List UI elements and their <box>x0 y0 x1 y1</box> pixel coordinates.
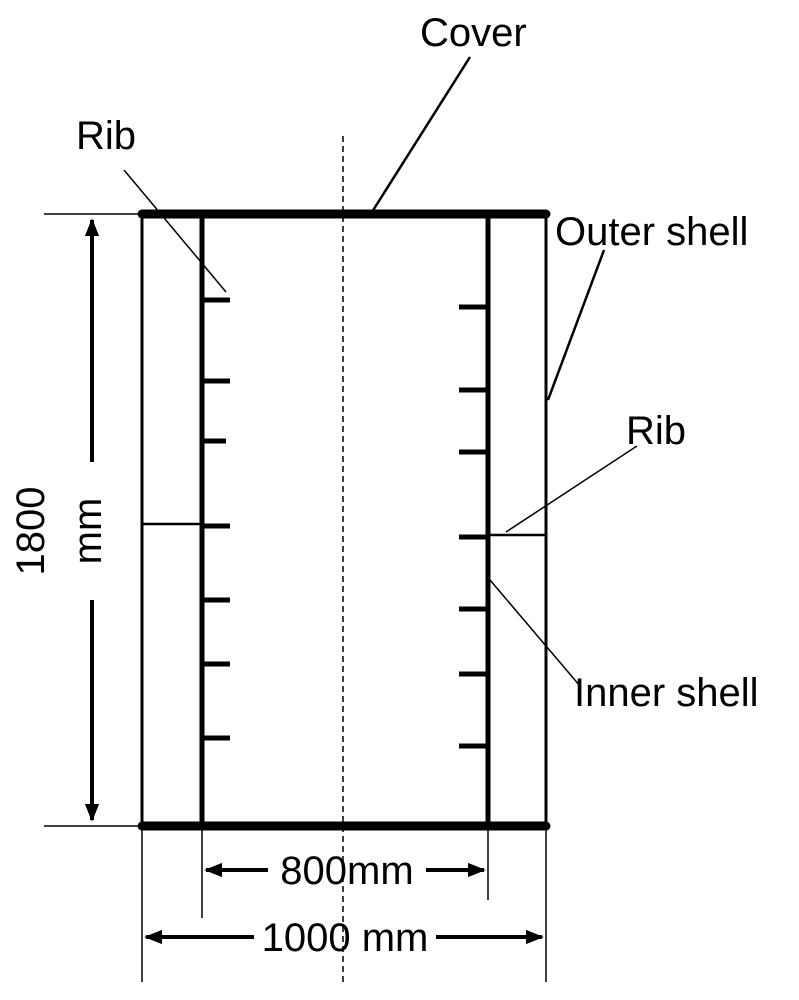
rib-top-leader <box>123 169 227 293</box>
cover-leader <box>370 56 472 213</box>
height-value-label: 1800 <box>9 487 53 576</box>
rib-label-top: Rib <box>76 114 136 158</box>
right-ribs <box>459 304 488 749</box>
outer-width-label: 1000 mm <box>262 916 429 960</box>
height-unit-label: mm <box>66 498 110 565</box>
inner-width-label: 800mm <box>280 849 413 893</box>
rib-right-leader <box>505 445 638 533</box>
outer-shell-leader <box>546 249 606 401</box>
cover-label: Cover <box>420 11 527 55</box>
inner-shell-leader <box>489 579 581 687</box>
inner-shell-label: Inner shell <box>574 671 759 715</box>
rib-label-right: Rib <box>626 409 686 453</box>
left-ribs <box>202 297 230 741</box>
outer-shell-label: Outer shell <box>555 210 748 254</box>
